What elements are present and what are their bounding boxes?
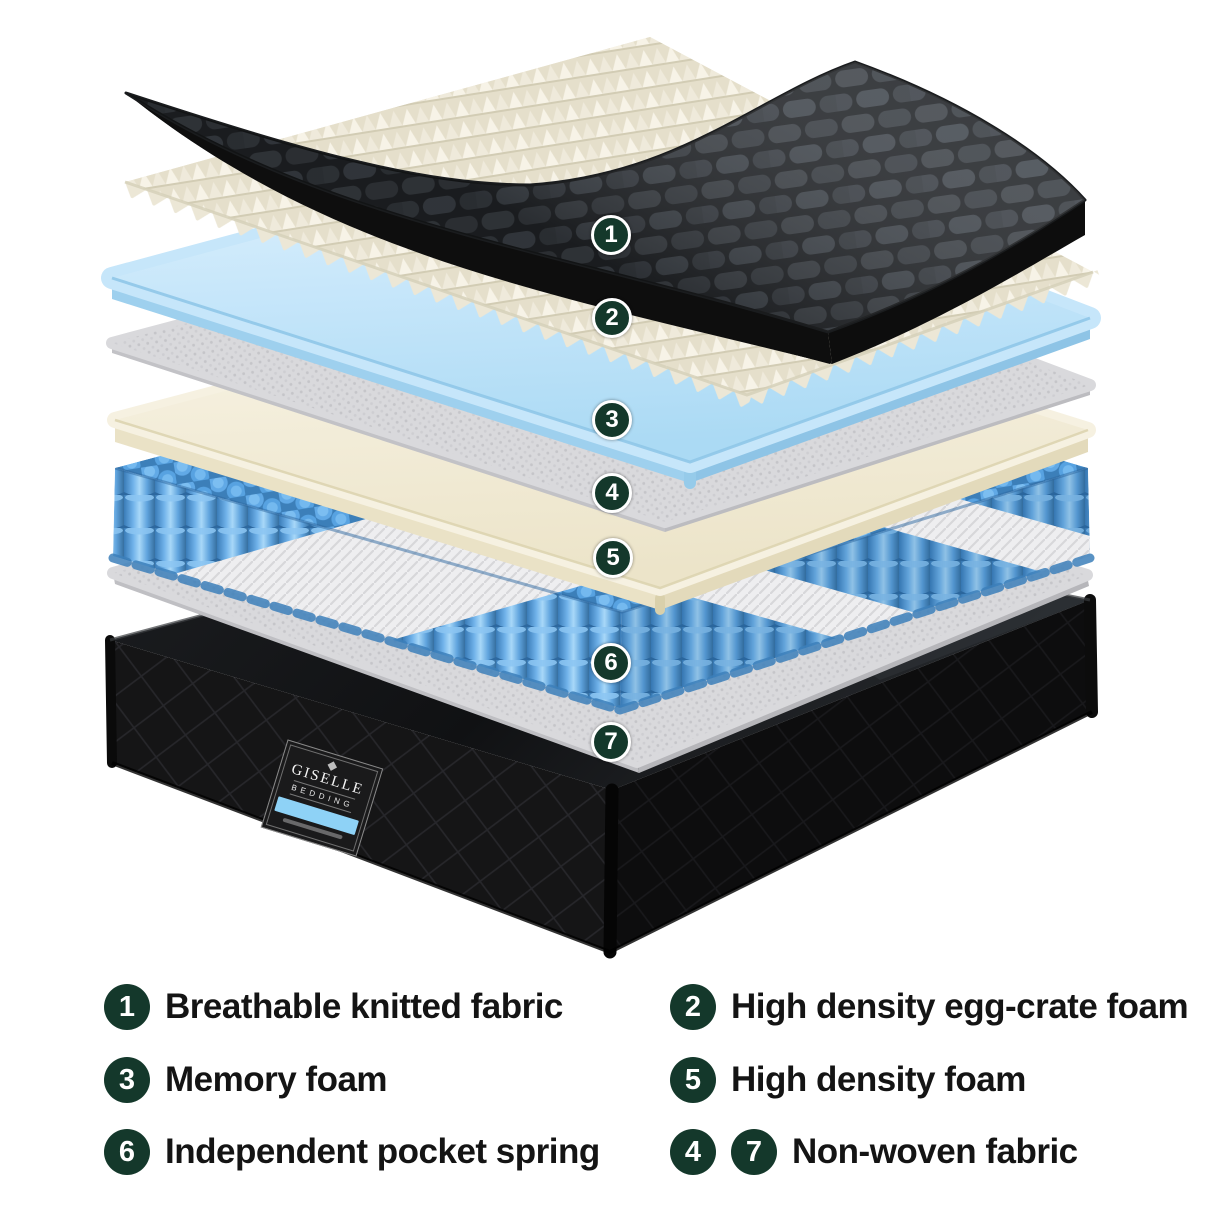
legend-label: Independent pocket spring	[165, 1132, 600, 1171]
brand-crest-icon	[327, 761, 337, 771]
legend-badge-4: 4	[670, 1129, 716, 1175]
marker-7: 7	[591, 722, 631, 762]
legend-label: High density egg-crate foam	[731, 987, 1189, 1026]
marker-1: 1	[591, 215, 631, 255]
marker-2: 2	[592, 298, 632, 338]
marker-3: 3	[592, 400, 632, 440]
marker-4: 4	[592, 473, 632, 513]
legend-badge-5: 5	[670, 1057, 716, 1103]
legend-item-memory-foam: 3 Memory foam	[104, 1057, 388, 1103]
legend-badge-3: 3	[104, 1057, 150, 1103]
legend-badge-7: 7	[731, 1129, 777, 1175]
legend-item-high-density-foam: 5 High density foam	[670, 1057, 1026, 1103]
legend-item-independent-pocket-spring: 6 Independent pocket spring	[104, 1129, 600, 1175]
legend-label: Non-woven fabric	[792, 1132, 1078, 1171]
legend-label: High density foam	[731, 1060, 1026, 1099]
legend-badge-1: 1	[104, 984, 150, 1030]
legend-badge-2: 2	[670, 984, 716, 1030]
legend-item-high-density-egg-crate-foam: 2 High density egg-crate foam	[670, 984, 1189, 1030]
marker-5: 5	[593, 538, 633, 578]
legend-item-breathable-knitted-fabric: 1 Breathable knitted fabric	[104, 984, 563, 1030]
legend-label: Memory foam	[165, 1060, 388, 1099]
marker-6: 6	[591, 643, 631, 683]
legend-item-non-woven-fabric: 4 7 Non-woven fabric	[670, 1129, 1078, 1175]
legend-badge-6: 6	[104, 1129, 150, 1175]
layer-top-cover	[124, 60, 1087, 364]
legend-label: Breathable knitted fabric	[165, 987, 563, 1026]
